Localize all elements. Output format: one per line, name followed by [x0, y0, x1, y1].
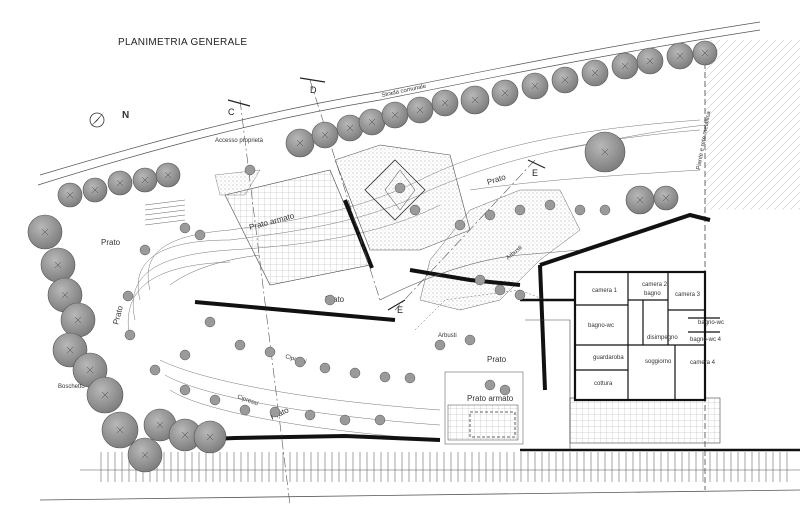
section-markers: C D E E	[227, 77, 546, 315]
shrub	[404, 372, 416, 384]
room-guardaroba: guardaroba	[593, 355, 624, 361]
shrubs	[122, 164, 611, 426]
shrub	[204, 316, 216, 328]
shrub	[269, 406, 281, 418]
north-label: N	[122, 110, 129, 121]
boundary-line	[39, 489, 800, 501]
shrub	[349, 367, 361, 379]
shrub	[139, 244, 151, 256]
arbusti-label-2: Arbusti	[438, 333, 457, 339]
fence-hatch	[100, 452, 790, 482]
room-camera-1: camera 1	[592, 288, 618, 294]
room-cottura: cottura	[594, 381, 613, 387]
shrub	[374, 414, 386, 426]
shrub	[409, 204, 421, 216]
section-marker-e-top: E	[532, 168, 538, 178]
shrub	[149, 364, 161, 376]
shrub	[544, 199, 556, 211]
shrub	[454, 219, 466, 231]
shrub	[294, 356, 306, 368]
prato-label-6: Prato	[111, 304, 125, 325]
prato-armato-label-2: Prato armato	[467, 394, 514, 403]
room-soggiorno: soggiorno	[645, 359, 672, 365]
road-label: Strada comunale	[381, 84, 427, 99]
shrub	[209, 394, 221, 406]
room-bagno-wc-small: bagno-wc	[698, 320, 724, 326]
shrub	[194, 229, 206, 241]
shrub	[339, 414, 351, 426]
fountain-square	[364, 159, 426, 221]
courtyard	[444, 371, 524, 445]
shrub	[474, 274, 486, 286]
room-camera-4: camera 4	[690, 360, 716, 366]
room-bagno: bagno	[644, 291, 661, 297]
shrub	[234, 339, 246, 351]
section-marker-e-bottom: E	[397, 305, 403, 315]
shrub	[514, 289, 526, 301]
shrub	[319, 362, 331, 374]
shrub	[574, 204, 586, 216]
section-marker-c: C	[228, 107, 235, 117]
room-bagno-wc: bagno-wc	[588, 323, 614, 329]
boschetto-label: Boschetto	[58, 384, 85, 390]
prato-label-1: Prato	[101, 238, 121, 247]
shrub	[304, 409, 316, 421]
shrub	[464, 334, 476, 346]
shrub	[239, 404, 251, 416]
trees	[27, 40, 718, 473]
hatched-area	[705, 40, 800, 210]
cipressi-label-2: Cipressi	[236, 394, 258, 407]
shrub	[179, 349, 191, 361]
section-marker-d: D	[310, 85, 317, 95]
shrub	[484, 209, 496, 221]
room-camera-2: camera 2	[642, 282, 668, 288]
prato-label-3: Prato	[486, 172, 507, 187]
room-disimpegno: disimpegno	[647, 335, 678, 341]
north-arrow-icon: N	[89, 110, 129, 128]
parking-stripes	[144, 199, 186, 226]
shrub	[244, 164, 256, 176]
prato-label-4: Prato	[487, 355, 507, 364]
shrub	[122, 290, 134, 302]
shrub	[179, 222, 191, 234]
shrub	[394, 182, 406, 194]
shrub	[494, 284, 506, 296]
shrub	[599, 204, 611, 216]
plan-title: PLANIMETRIA GENERALE	[118, 37, 247, 48]
room-bagno-wc-4: bagno-wc 4	[690, 337, 722, 343]
shrub	[514, 204, 526, 216]
house-floor-plan: camera 1 camera 2 camera 3 bagno bagno-w…	[569, 270, 724, 444]
shrub	[179, 384, 191, 396]
shrub	[434, 339, 446, 351]
shrub	[324, 294, 336, 306]
access-label: Accesso proprietà	[215, 138, 264, 144]
shrub	[484, 379, 496, 391]
shrub	[264, 346, 276, 358]
shrub	[499, 384, 511, 396]
shrub	[379, 371, 391, 383]
shrub	[124, 329, 136, 341]
room-camera-3: camera 3	[675, 292, 701, 298]
terrace	[569, 397, 721, 444]
